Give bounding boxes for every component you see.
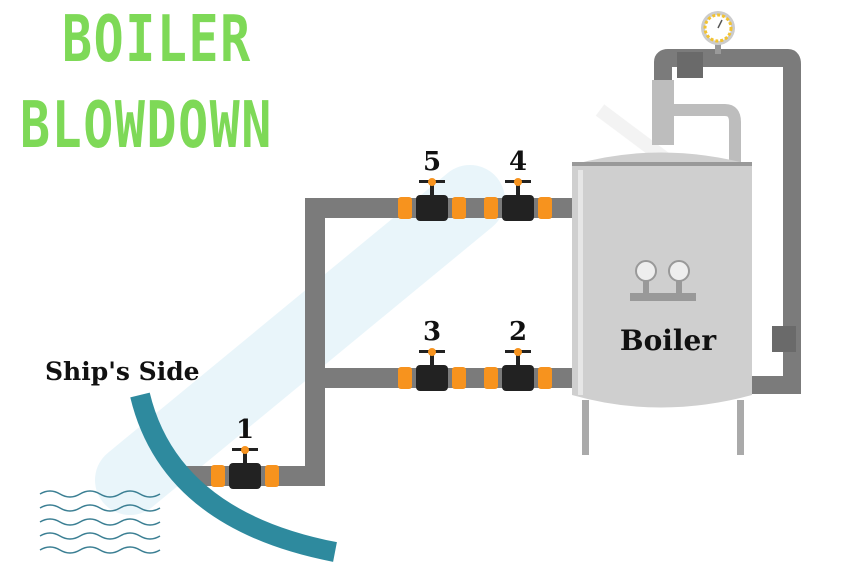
valve-number-label: 2 [509,317,527,347]
ship-hull [130,392,337,562]
valve-number-label: 1 [236,415,254,445]
valve-number-label: 5 [423,147,441,177]
steam-pipe [652,49,801,394]
valve-4[interactable]: 4 [484,147,552,221]
boiler-gauges [630,260,696,301]
ships-side-label: Ship's Side [45,357,200,386]
boiler-label: Boiler [620,324,717,357]
valve-1[interactable]: 1 [211,415,279,489]
valve-2[interactable]: 2 [484,317,552,391]
title-line-2: BLOWDOWN [20,89,273,163]
boiler-vessel: Boiler [572,152,752,455]
valve-number-label: 3 [423,317,441,347]
pressure-gauge-top [701,11,735,54]
valve-5[interactable]: 5 [398,147,466,221]
valve-number-label: 4 [509,147,527,177]
title-line-1: BOILER [62,3,252,77]
pipe-flange [677,52,703,78]
pipe-flange [772,326,796,352]
valve-3[interactable]: 3 [398,317,466,391]
sea-waves-icon [39,490,161,554]
